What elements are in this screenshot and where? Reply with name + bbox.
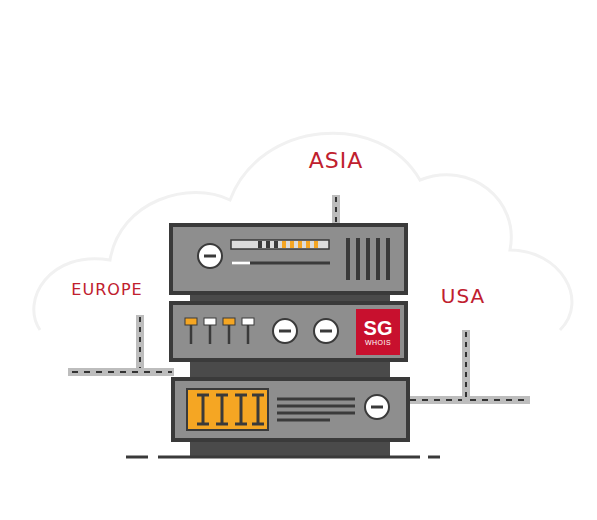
logo-text: SG <box>364 318 393 338</box>
server-unit <box>173 379 408 440</box>
region-label: USA <box>441 284 485 308</box>
server-unit <box>171 225 406 293</box>
region-label: EUROPE <box>71 280 142 299</box>
logo-badge: SGWHOIS <box>356 309 400 355</box>
server-unit <box>171 303 406 360</box>
logo-subtext: WHOIS <box>365 338 391 347</box>
region-label: ASIA <box>309 148 364 173</box>
ground-line <box>126 456 440 459</box>
